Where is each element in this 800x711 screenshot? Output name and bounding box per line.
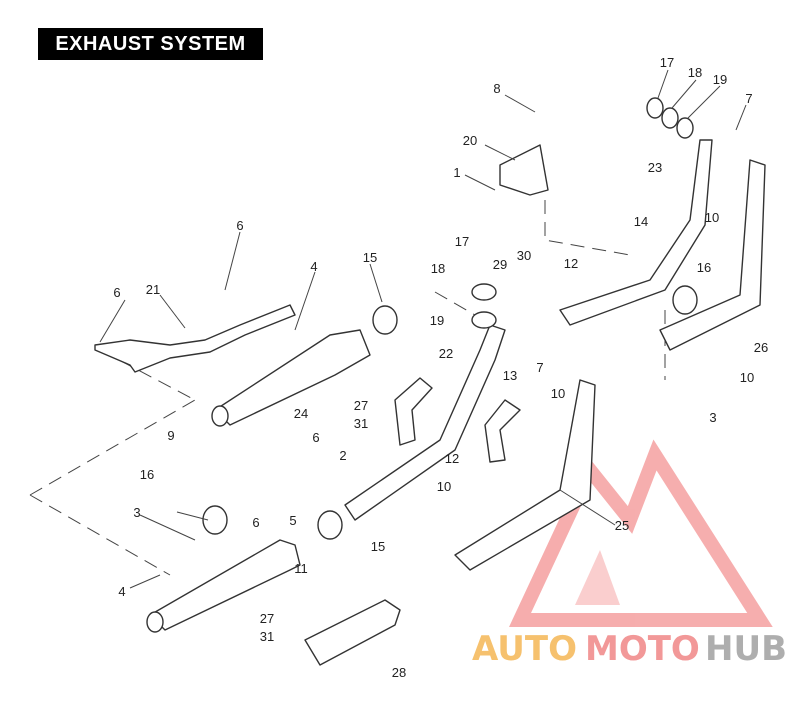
callout: 15: [363, 250, 377, 265]
callout: 30: [517, 248, 531, 263]
watermark-text: AUTO MOTO HUB: [472, 629, 787, 669]
front-head-pipe: [344, 324, 506, 521]
callout: 19: [713, 72, 727, 87]
callout: 3: [709, 410, 716, 425]
callout: 20: [463, 133, 477, 148]
callout: 17: [455, 234, 469, 249]
callout: 8: [493, 81, 500, 96]
callout: 6: [236, 218, 243, 233]
callout: 10: [740, 370, 754, 385]
heat-shield-upper: [659, 159, 766, 351]
callout: 16: [140, 467, 154, 482]
callout: 14: [634, 214, 648, 229]
callout: 4: [310, 259, 317, 274]
callout: 6: [113, 285, 120, 300]
callout: 6: [312, 430, 319, 445]
callout: 5: [289, 513, 296, 528]
callout: 10: [705, 210, 719, 225]
watermark-logo: [509, 439, 773, 627]
callout-labels: 17 18 19 7 8 20 1 23 10 14 6 4 15 17 30 …: [113, 55, 768, 680]
callout: 23: [648, 160, 662, 175]
callout: 16: [697, 260, 711, 275]
callout: 1: [453, 165, 460, 180]
diagram-title: EXHAUST SYSTEM: [38, 28, 263, 60]
callout: 10: [437, 479, 451, 494]
callout: 29: [493, 257, 507, 272]
callout: 19: [430, 313, 444, 328]
watermark-auto: AUTO: [472, 629, 577, 669]
support-bracket: [94, 304, 296, 373]
clamps: [202, 97, 698, 540]
callout: 12: [445, 451, 459, 466]
leader-lines: [99, 69, 747, 589]
muffler-upper: [214, 329, 371, 426]
callout: 13: [503, 368, 517, 383]
callout: 25: [615, 518, 629, 533]
mount-bracket: [499, 144, 549, 196]
muffler-lower: [149, 539, 301, 631]
callout: 7: [745, 91, 752, 106]
watermark-hub: HUB: [705, 629, 787, 669]
callout: 10: [551, 386, 565, 401]
callout: 27: [354, 398, 368, 413]
callout: 31: [354, 416, 368, 431]
callout: 11: [294, 561, 308, 576]
callout: 7: [536, 360, 543, 375]
callout: 22: [439, 346, 453, 361]
callout: 9: [167, 428, 174, 443]
watermark-moto: MOTO: [585, 629, 700, 669]
callout: 28: [392, 665, 406, 680]
callout: 26: [754, 340, 768, 355]
callout: 15: [371, 539, 385, 554]
callout: 3: [133, 505, 140, 520]
heat-shield-lower: [454, 379, 596, 571]
heat-shield-28: [304, 599, 401, 666]
callout: 21: [146, 282, 160, 297]
callout: 27: [260, 611, 274, 626]
callout: 24: [294, 406, 308, 421]
callout: 12: [564, 256, 578, 271]
callout: 17: [660, 55, 674, 70]
callout: 18: [431, 261, 445, 276]
callout: 4: [118, 584, 125, 599]
callout: 31: [260, 629, 274, 644]
callout: 6: [252, 515, 259, 530]
rear-head-pipe: [559, 139, 713, 326]
callout: 18: [688, 65, 702, 80]
callout: 2: [339, 448, 346, 463]
